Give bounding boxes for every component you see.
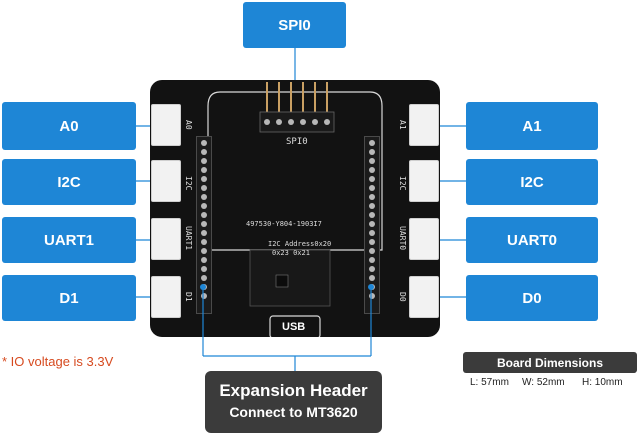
connector-uart1 [151, 218, 181, 260]
expansion-header-right [364, 136, 380, 314]
silk-serial: 497530-Y804-1903I7 [246, 220, 322, 228]
label-d1: D1 [2, 275, 136, 321]
expansion-header-box: Expansion Header Connect to MT3620 [205, 371, 382, 433]
label-i2c-left: I2C [2, 159, 136, 205]
silk-uart0: UART0 [398, 226, 407, 251]
io-voltage-note: * IO voltage is 3.3V [2, 354, 114, 369]
silk-a0: A0 [184, 120, 193, 130]
silk-i2c-address: I2C Address0x20 [268, 240, 332, 248]
silk-spi0: SPI0 [286, 137, 308, 147]
expansion-subtitle: Connect to MT3620 [229, 404, 358, 420]
connector-d1 [151, 276, 181, 318]
connector-i2c-right [409, 160, 439, 202]
spi0-pin-header [259, 82, 335, 133]
label-d0: D0 [466, 275, 598, 321]
expansion-title: Expansion Header [219, 381, 368, 400]
dimension-length: L: 57mm [470, 377, 509, 388]
dimension-height: H: 10mm [582, 377, 623, 388]
silk-a1: A1 [398, 120, 407, 130]
silk-i2c-values: 0x23 0x21 [272, 249, 310, 257]
connector-uart0 [409, 218, 439, 260]
connector-i2c-left [151, 160, 181, 202]
connector-d0 [409, 276, 439, 318]
connector-a1 [409, 104, 439, 146]
label-a0: A0 [2, 102, 136, 150]
silk-d1: D1 [184, 292, 193, 302]
dimension-width: W: 52mm [522, 377, 565, 388]
label-uart0: UART0 [466, 217, 598, 263]
silk-uart1: UART1 [184, 226, 193, 251]
silk-d0: D0 [398, 292, 407, 302]
expansion-header-left [196, 136, 212, 314]
label-a1: A1 [466, 102, 598, 150]
pcb-board: SPI0 A0 I2C UART1 D1 A1 I2C UART0 D0 497… [150, 80, 440, 337]
silk-i2c-right: I2C [398, 176, 407, 191]
board-dimensions-header: Board Dimensions [463, 352, 637, 373]
board-outline [207, 91, 383, 337]
connector-a0 [151, 104, 181, 146]
label-spi0: SPI0 [243, 2, 346, 48]
label-uart1: UART1 [2, 217, 136, 263]
silk-i2c-left: I2C [184, 176, 193, 191]
label-i2c-right: I2C [466, 159, 598, 205]
silk-usb: USB [282, 321, 306, 333]
